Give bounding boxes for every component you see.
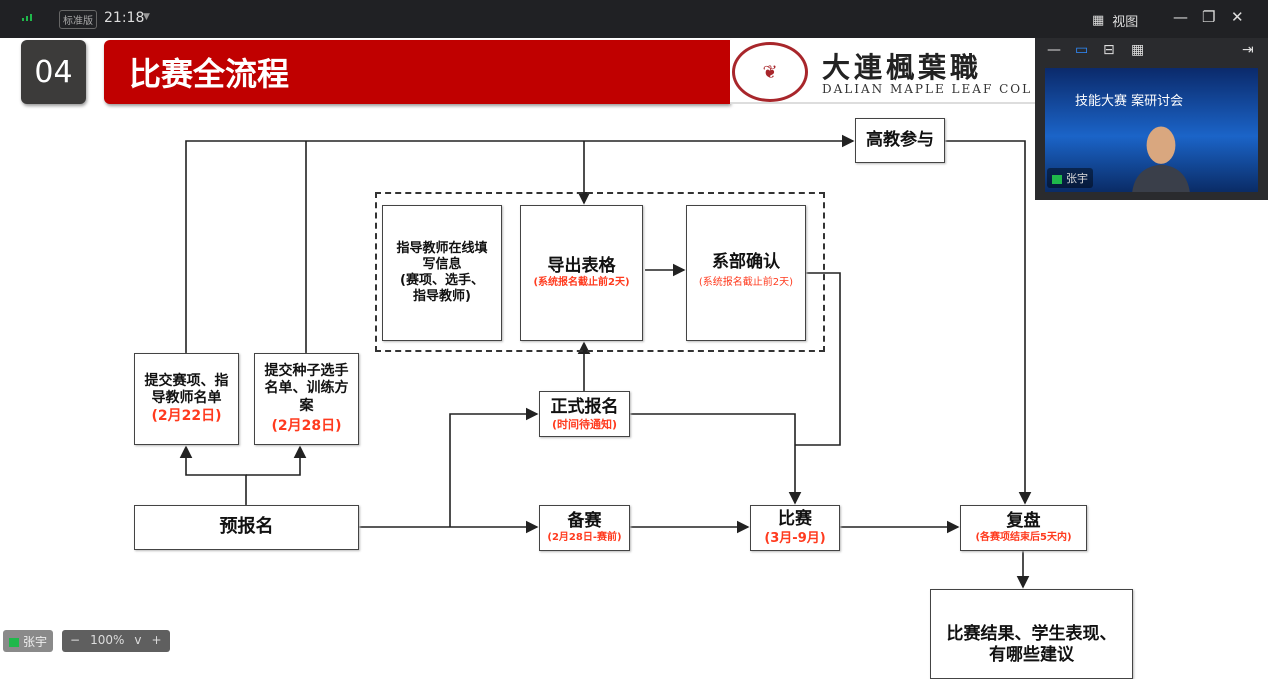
node-export: 导出表格 (系统报名截止前2天) [520, 205, 643, 341]
speaker-view-icon[interactable]: ▭ [1075, 42, 1089, 58]
view-label: 视图 [1112, 15, 1139, 30]
registration-group [375, 192, 825, 352]
zoom-control: − 100% v + [62, 630, 170, 652]
restore-icon[interactable]: ❐ [1202, 8, 1216, 26]
node-review: 复盘 (各赛项结束后5天内) [960, 505, 1087, 551]
slide-title: 比赛全流程 [104, 40, 730, 104]
video-panel: — ▭ ⊟ ▦ ⇥ 技能大赛 案研讨会 张宇 [1035, 38, 1268, 200]
minimize-icon[interactable]: — [1173, 8, 1188, 26]
presenter-name: 张宇 [23, 635, 48, 649]
node-label: 正式报名 [550, 396, 619, 417]
node-formal-reg: 正式报名 (时间待通知) [539, 391, 630, 437]
edition-badge: 标准版 [59, 10, 97, 29]
video-background-title: 技能大赛 案研讨会 [1075, 94, 1184, 109]
node-note: (系统报名截止前2天) [698, 277, 794, 289]
node-dept-confirm: 系部确认 (系统报名截止前2天) [686, 205, 806, 341]
node-line: 名单、训练方 [264, 380, 349, 396]
meeting-topbar: 标准版 21:18 ▼ ▦ 视图 — ❐ ✕ [0, 0, 1268, 38]
split-view-icon[interactable]: ⊟ [1103, 42, 1115, 58]
grid-icon: ▦ [1092, 13, 1105, 28]
node-note: (各赛项结束后5天内) [975, 532, 1072, 544]
node-line: 指导教师在线填 [396, 240, 488, 256]
view-button[interactable]: ▦ 视图 [1092, 11, 1138, 30]
collapse-panel-icon[interactable]: ⇥ [1242, 42, 1254, 58]
presenter-tag: 张宇 [3, 630, 54, 652]
node-label: 比赛 [778, 509, 812, 530]
zoom-in-button[interactable]: + [151, 633, 162, 647]
participant-person-icon [1132, 126, 1190, 192]
chevron-down-icon[interactable]: ▼ [143, 12, 150, 22]
logo-cn: 大連楓葉職 [822, 51, 983, 84]
node-label: 备赛 [567, 511, 602, 532]
gallery-view-icon[interactable]: ▦ [1131, 42, 1145, 58]
node-line: 指导教师) [413, 289, 471, 305]
node-note: (2月28日-赛前) [547, 532, 622, 544]
node-line: 导教师名单 [151, 390, 222, 407]
node-note: (时间待通知) [551, 417, 618, 431]
node-competition: 比赛 (3月-9月) [750, 505, 840, 551]
node-label: 预报名 [219, 516, 274, 538]
node-label: 复盘 [1006, 511, 1041, 532]
node-line: 比赛结果、学生表现、 [946, 624, 1117, 644]
node-label: 高教参与 [866, 129, 934, 150]
node-line: 提交赛项、指 [144, 372, 229, 389]
node-line: 写信息 [422, 256, 462, 272]
signal-icon[interactable] [22, 14, 32, 21]
slide-number: 04 [21, 40, 86, 104]
share-icon [9, 638, 19, 647]
college-logo: ❦ 大連楓葉職 DALIAN MAPLE LEAF COL [730, 40, 1035, 104]
node-teacher-fill: 指导教师在线填 写信息 (赛项、选手、 指导教师) [382, 205, 502, 341]
node-prepare: 备赛 (2月28日-赛前) [539, 505, 630, 551]
node-line: 案 [299, 397, 314, 414]
participant-name-text: 张宇 [1066, 172, 1088, 185]
minimize-panel-icon[interactable]: — [1047, 42, 1061, 58]
node-line: 提交种子选手 [264, 362, 349, 379]
meeting-time[interactable]: 21:18 [104, 10, 145, 26]
participant-name: 张宇 [1047, 168, 1093, 188]
node-line: (赛项、选手、 [400, 273, 484, 288]
node-note: (3月-9月) [764, 530, 826, 546]
node-higher-ed: 高教参与 [855, 118, 945, 163]
college-seal-icon: ❦ [732, 42, 808, 102]
node-line: 有哪些建议 [989, 645, 1074, 666]
node-note: (2月28日) [271, 418, 342, 434]
slide-title-text: 比赛全流程 [129, 55, 290, 93]
logo-en: DALIAN MAPLE LEAF COL [822, 82, 1033, 96]
node-pre-reg: 预报名 [134, 505, 359, 550]
participant-video[interactable]: 技能大赛 案研讨会 张宇 [1045, 68, 1258, 192]
zoom-out-button[interactable]: − [70, 633, 81, 647]
node-label: 导出表格 [547, 256, 616, 276]
zoom-level[interactable]: 100% [90, 633, 125, 647]
node-results: 比赛结果、学生表现、 有哪些建议 [930, 589, 1133, 679]
node-submit-events: 提交赛项、指 导教师名单 (2月22日) [134, 353, 239, 445]
node-label: 系部确认 [712, 252, 780, 272]
node-note: (系统报名截止前2天) [533, 277, 630, 289]
mic-icon [1052, 174, 1062, 184]
zoom-dropdown-icon[interactable]: v [134, 633, 142, 647]
close-icon[interactable]: ✕ [1231, 8, 1244, 26]
node-submit-seed: 提交种子选手 名单、训练方 案 (2月28日) [254, 353, 359, 445]
node-note: (2月22日) [151, 407, 222, 424]
